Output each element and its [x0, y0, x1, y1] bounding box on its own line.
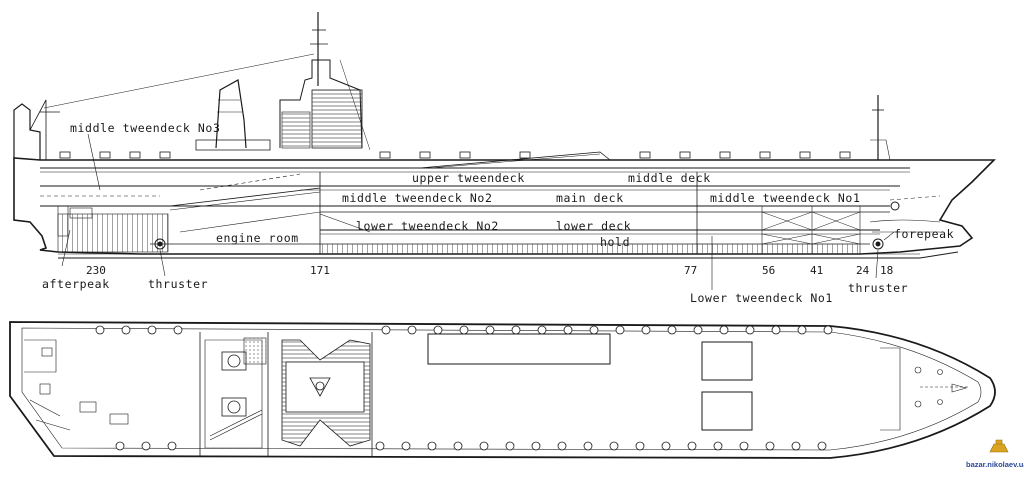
bollard-icon: [713, 441, 723, 451]
frame-numbers: 230 171 77 56 41 24 18: [86, 264, 893, 277]
bollard-icon: [719, 325, 729, 335]
bollard-icon: [661, 441, 671, 451]
label-main-deck: main deck: [556, 191, 624, 205]
bollard-icon: [95, 325, 105, 335]
bollard-icon: [823, 325, 833, 335]
bollard-icon: [173, 325, 183, 335]
bollard-icon: [693, 325, 703, 335]
label-thruster-fwd: thruster: [848, 281, 908, 295]
label-upper-tweendeck: upper tweendeck: [412, 171, 525, 185]
frame-number-171: 171: [310, 264, 330, 277]
label-middle-tweendeck-2: middle tweendeck No2: [342, 191, 492, 205]
bollard-icon: [537, 325, 547, 335]
bollard-icon: [531, 441, 541, 451]
bollard-icon: [381, 325, 391, 335]
bollard-icon: [817, 441, 827, 451]
bollard-icon: [771, 325, 781, 335]
watermark-logo-icon: [989, 439, 1009, 453]
plan-view: [9, 321, 996, 459]
bollard-icon: [121, 325, 131, 335]
bollard-icon: [745, 325, 755, 335]
bollard-icon: [609, 441, 619, 451]
bollard-icon: [167, 441, 177, 451]
bollard-icon: [141, 441, 151, 451]
thruster-symbols: [154, 201, 900, 250]
frame-number-41: 41: [810, 264, 823, 277]
bollard-icon: [401, 441, 411, 451]
frame-number-24: 24: [856, 264, 870, 277]
bollard-icon: [739, 441, 749, 451]
watermark-text: bazar.nikolaev.ua: [966, 460, 1024, 469]
side-profile: [13, 12, 996, 259]
label-lower-deck: lower deck: [556, 219, 631, 233]
bollard-icon: [635, 441, 645, 451]
bollard-icon: [485, 325, 495, 335]
bollard-icon: [453, 441, 463, 451]
bollard-icon: [427, 441, 437, 451]
plan-bollards: [95, 325, 833, 451]
bollard-icon: [589, 325, 599, 335]
leader-lines: [61, 133, 895, 290]
bollard-icon: [433, 325, 443, 335]
label-engine-room: engine room: [216, 231, 299, 245]
label-middle-deck: middle deck: [628, 171, 711, 185]
bollard-icon: [765, 441, 775, 451]
label-thruster-aft: thruster: [148, 277, 208, 291]
label-lower-tweendeck-1: Lower tweendeck No1: [690, 291, 833, 305]
bollard-icon: [667, 325, 677, 335]
bollard-icon: [583, 441, 593, 451]
frame-number-230: 230: [86, 264, 106, 277]
bollard-icon: [479, 441, 489, 451]
bollard-icon: [687, 441, 697, 451]
frame-number-56: 56: [762, 264, 775, 277]
hull-outline: [13, 157, 996, 255]
bollard-icon: [511, 325, 521, 335]
label-middle-tweendeck-3: middle tweendeck No3: [70, 121, 220, 135]
label-middle-tweendeck-1: middle tweendeck No1: [710, 191, 860, 205]
bollard-icon: [791, 441, 801, 451]
frame-number-77: 77: [684, 264, 697, 277]
deck-fittings: [59, 151, 851, 159]
label-afterpeak: afterpeak: [42, 277, 110, 291]
bollard-icon: [563, 325, 573, 335]
label-forepeak: forepeak: [894, 227, 954, 241]
bollard-icon: [147, 325, 157, 335]
bollard-icon: [557, 441, 567, 451]
watermark: bazar.nikolaev.ua: [966, 439, 1024, 469]
bollard-icon: [641, 325, 651, 335]
bollard-icon: [615, 325, 625, 335]
frame-number-18: 18: [880, 264, 893, 277]
bollard-icon: [505, 441, 515, 451]
bollard-icon: [375, 441, 385, 451]
bollard-icon: [797, 325, 807, 335]
plan-deck-outline: [9, 321, 996, 459]
bollard-icon: [459, 325, 469, 335]
bollard-icon: [407, 325, 417, 335]
label-hold: hold: [600, 235, 630, 249]
label-lower-tweendeck-2: lower tweendeck No2: [356, 219, 499, 233]
side-labels: middle tweendeck No3 upper tweendeck mid…: [42, 121, 954, 305]
bollard-icon: [115, 441, 125, 451]
